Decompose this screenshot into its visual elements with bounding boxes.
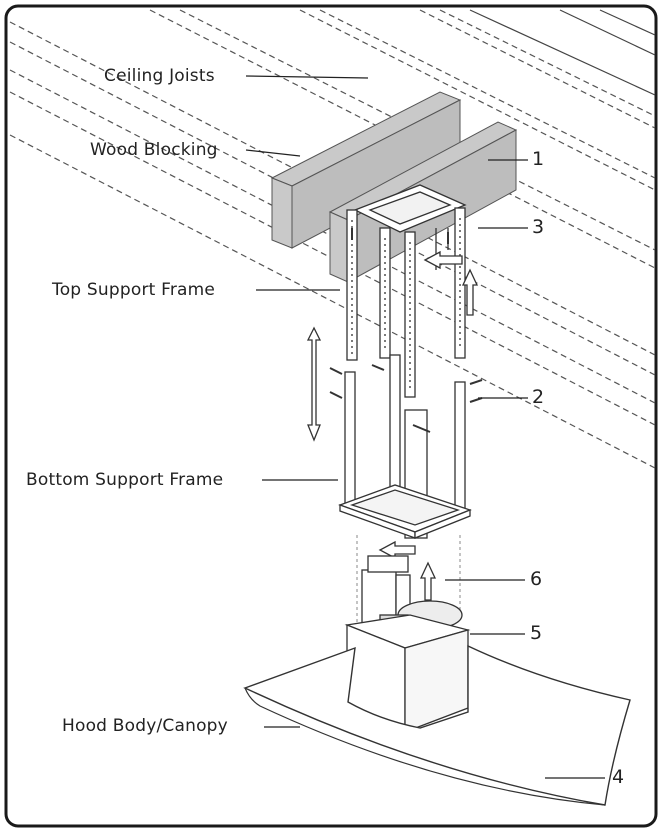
callout-5: 5 [530, 622, 543, 644]
wood-blocking [270, 91, 518, 283]
hood-body-label: Hood Body/Canopy [62, 716, 228, 736]
callout-6: 6 [530, 568, 543, 590]
diagram-border [4, 4, 658, 828]
ceiling-joists-label: Ceiling Joists [104, 66, 215, 86]
ceiling-joists [9, 9, 656, 469]
callout-2: 2 [532, 386, 545, 408]
canopy [243, 644, 631, 806]
alignment-lines [356, 535, 461, 625]
wood-blocking-label: Wood Blocking [90, 140, 218, 160]
leader-lines [245, 75, 605, 779]
top-support-frame [346, 184, 467, 398]
bottom-support-frame [338, 354, 472, 539]
ceiling-solid-lines [469, 9, 656, 96]
top-support-frame-label: Top Support Frame [52, 280, 216, 300]
direction-arrows [306, 250, 479, 601]
callout-1: 1 [532, 148, 545, 170]
bottom-support-frame-label: Bottom Support Frame [26, 470, 224, 490]
canopy-lower-edge [244, 687, 606, 806]
callout-3: 3 [532, 216, 545, 238]
screws [329, 228, 483, 433]
callout-4: 4 [612, 766, 625, 788]
hood-body [344, 614, 471, 733]
